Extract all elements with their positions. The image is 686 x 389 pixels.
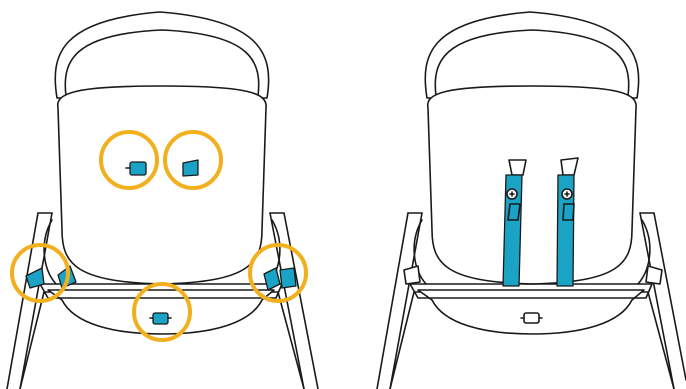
crotch-clip: [150, 313, 171, 324]
left-headrest: [55, 12, 268, 98]
left-side-wing-left: [44, 220, 56, 284]
right-side-bracket-left: [404, 266, 420, 284]
left-seat-back: [58, 86, 266, 284]
right-crotch-buckle-slot: [521, 313, 542, 323]
right-headrest: [425, 12, 638, 98]
left-panel: [7, 12, 318, 389]
right-side-bracket-right: [646, 266, 662, 284]
right-seat-base: [418, 290, 644, 334]
right-shoulder-clip: [183, 160, 198, 176]
right-seat-back: [428, 86, 636, 284]
left-seat-base: [48, 290, 274, 334]
right-panel: [377, 12, 686, 389]
